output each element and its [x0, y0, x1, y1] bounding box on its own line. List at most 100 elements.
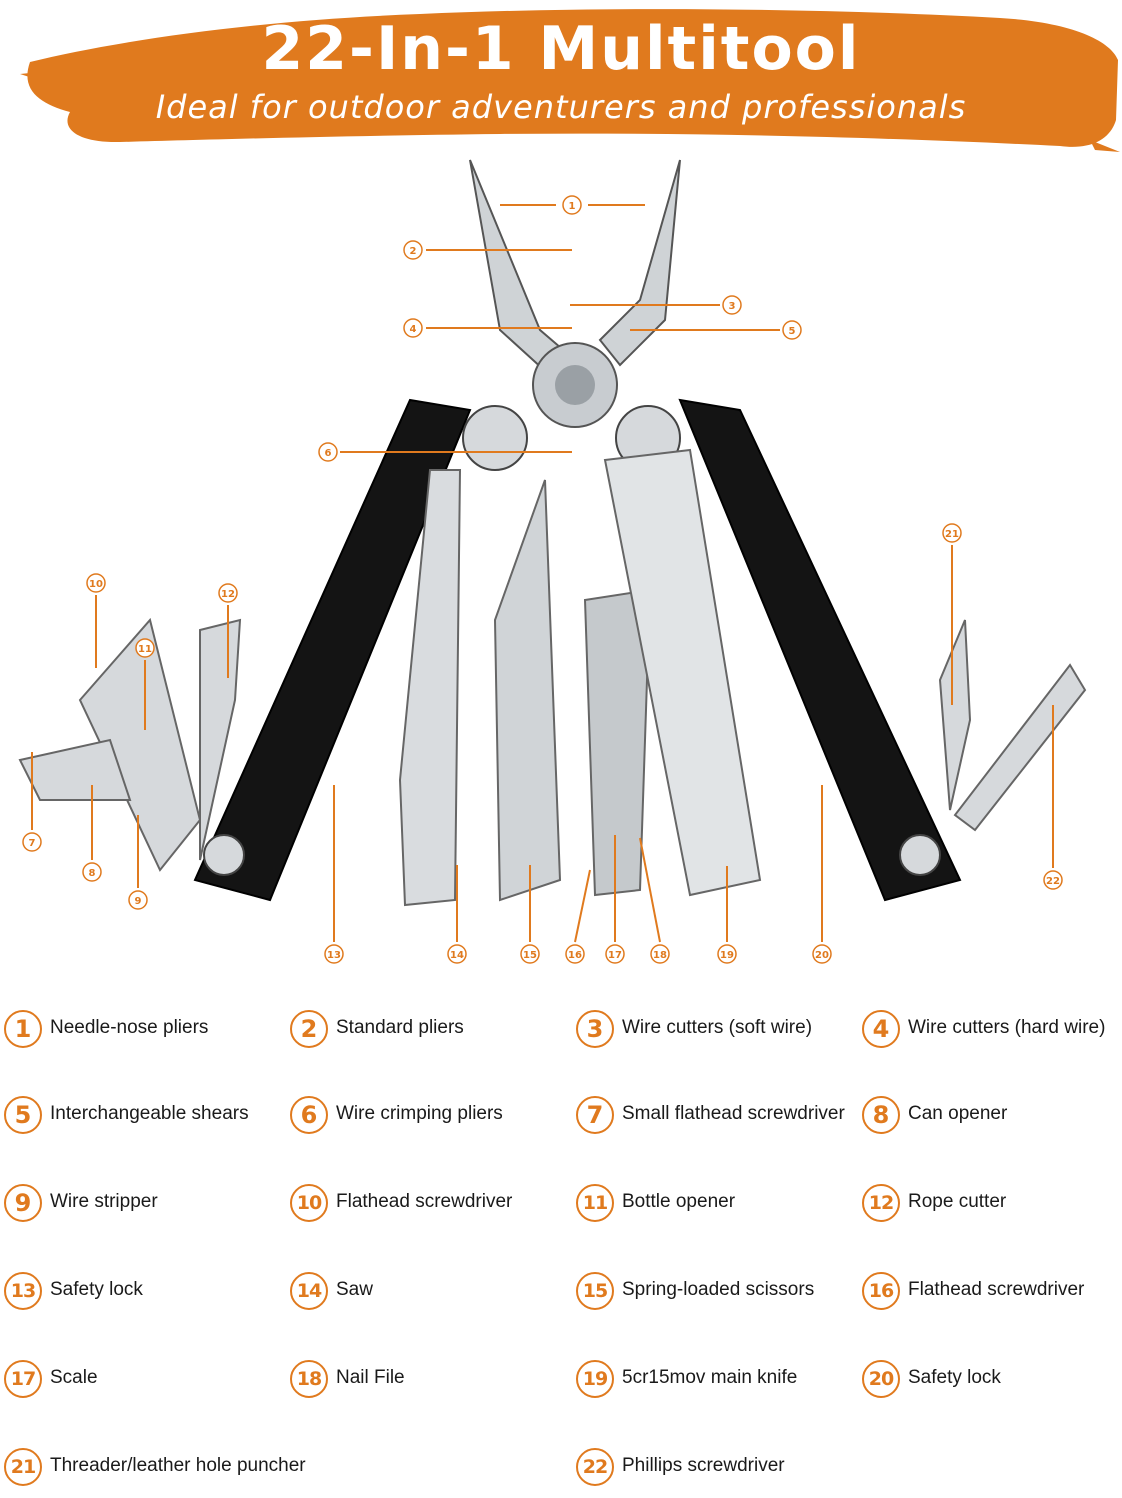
- number-badge: 19: [576, 1360, 614, 1398]
- svg-text:7: 7: [29, 838, 36, 849]
- scale-file: [583, 588, 652, 897]
- callout-lines: [31, 204, 1054, 943]
- svg-text:3: 3: [729, 301, 736, 312]
- callout-13: 13: [324, 944, 344, 964]
- legend-label: Standard pliers: [336, 1017, 464, 1038]
- right-tools: [938, 619, 972, 811]
- svg-text:6: 6: [325, 448, 332, 459]
- legend-label: Flathead screwdriver: [908, 1279, 1085, 1300]
- callout-2: 2: [403, 240, 423, 260]
- number-badge: 2: [290, 1010, 328, 1048]
- legend-label: Phillips screwdriver: [622, 1455, 785, 1476]
- legend-label: Rope cutter: [908, 1191, 1007, 1212]
- multitool-illustration: 1 2 3 4 5 6 7 8 9 10 11 12 13 14 15 16 1…: [18, 159, 1087, 964]
- svg-text:19: 19: [720, 950, 734, 961]
- svg-text:15: 15: [523, 950, 537, 961]
- legend-label: Scale: [50, 1367, 98, 1388]
- callout-18: 18: [650, 944, 670, 964]
- number-badge: 16: [862, 1272, 900, 1310]
- number-badge: 17: [4, 1360, 42, 1398]
- svg-text:10: 10: [89, 579, 103, 590]
- legend-label: Saw: [336, 1279, 373, 1300]
- legend-label: Safety lock: [908, 1367, 1001, 1388]
- plier-jaw-right: [598, 159, 681, 367]
- number-badge: 9: [4, 1184, 42, 1222]
- callout-8: 8: [82, 862, 102, 882]
- legend-label: Needle-nose pliers: [50, 1017, 209, 1038]
- callout-9: 9: [128, 890, 148, 910]
- number-badge: 11: [576, 1184, 614, 1222]
- callout-6: 6: [318, 442, 338, 462]
- saw-blade: [493, 479, 562, 902]
- number-badge: 20: [862, 1360, 900, 1398]
- svg-text:4: 4: [410, 324, 417, 335]
- svg-text:14: 14: [450, 950, 464, 961]
- legend-label: Wire crimping pliers: [336, 1103, 503, 1124]
- callout-11: 11: [135, 638, 155, 658]
- number-badge: 12: [862, 1184, 900, 1222]
- header-banner: 22-In-1 Multitool Ideal for outdoor adve…: [0, 0, 1122, 160]
- legend-label: Safety lock: [50, 1279, 143, 1300]
- callout-19: 19: [717, 944, 737, 964]
- svg-text:18: 18: [653, 950, 667, 961]
- handle-right: [678, 398, 962, 902]
- svg-text:9: 9: [135, 896, 142, 907]
- number-badge: 22: [576, 1448, 614, 1486]
- legend-label: Wire cutters (hard wire): [908, 1017, 1106, 1038]
- callout-14: 14: [447, 944, 467, 964]
- number-badge: 14: [290, 1272, 328, 1310]
- callout-15: 15: [520, 944, 540, 964]
- callout-3: 3: [722, 295, 742, 315]
- legend-label: Bottle opener: [622, 1191, 736, 1212]
- callout-21: 21: [942, 523, 962, 543]
- callout-1: 1: [562, 195, 582, 215]
- legend-label: Flathead screwdriver: [336, 1191, 513, 1212]
- callout-5: 5: [782, 320, 802, 340]
- callout-4: 4: [403, 318, 423, 338]
- legend-label: Wire stripper: [50, 1191, 158, 1212]
- number-badge: 7: [576, 1096, 614, 1134]
- svg-text:2: 2: [410, 246, 417, 257]
- number-badge: 21: [4, 1448, 42, 1486]
- number-badge: 18: [290, 1360, 328, 1398]
- number-badge: 5: [4, 1096, 42, 1134]
- callout-10: 10: [86, 573, 106, 593]
- legend-label: Small flathead screwdriver: [622, 1103, 845, 1124]
- callout-12: 12: [218, 583, 238, 603]
- main-knife: [603, 448, 762, 897]
- svg-text:16: 16: [568, 950, 582, 961]
- callout-16: 16: [565, 944, 585, 964]
- number-badge: 3: [576, 1010, 614, 1048]
- number-badge: 4: [862, 1010, 900, 1048]
- legend-label: 5cr15mov main knife: [622, 1367, 798, 1388]
- legend-label: Can opener: [908, 1103, 1008, 1124]
- svg-text:8: 8: [89, 868, 96, 879]
- callout-22: 22: [1043, 870, 1063, 890]
- callout-17: 17: [605, 944, 625, 964]
- legend-label: Nail File: [336, 1367, 405, 1388]
- legend-label: Interchangeable shears: [50, 1103, 249, 1124]
- callout-markers: 1 2 3 4 5 6 7 8 9 10 11 12 13 14 15 16 1…: [22, 195, 1063, 964]
- svg-text:21: 21: [945, 529, 959, 540]
- callout-7: 7: [22, 832, 42, 852]
- legend-label: Wire cutters (soft wire): [622, 1017, 813, 1038]
- page-title: 22-In-1 Multitool: [261, 14, 861, 84]
- svg-text:1: 1: [569, 201, 576, 212]
- legend-label: Spring-loaded scissors: [622, 1279, 815, 1300]
- svg-text:20: 20: [815, 950, 829, 961]
- number-badge: 13: [4, 1272, 42, 1310]
- svg-text:12: 12: [221, 589, 235, 600]
- handle-left: [193, 398, 472, 902]
- page-subtitle: Ideal for outdoor adventurers and profes…: [155, 88, 967, 126]
- svg-text:22: 22: [1046, 876, 1060, 887]
- svg-text:13: 13: [327, 950, 341, 961]
- legend-label: Threader/leather hole puncher: [50, 1455, 306, 1476]
- brush-stroke-background: [20, 9, 1120, 152]
- multitool-diagram: 1 2 3 4 5 6 7 8 9 10 11 12 13 14 15 16 1…: [0, 150, 1122, 980]
- number-badge: 15: [576, 1272, 614, 1310]
- scissors-blade: [398, 469, 462, 907]
- number-badge: 8: [862, 1096, 900, 1134]
- svg-text:5: 5: [789, 326, 796, 337]
- number-badge: 1: [4, 1010, 42, 1048]
